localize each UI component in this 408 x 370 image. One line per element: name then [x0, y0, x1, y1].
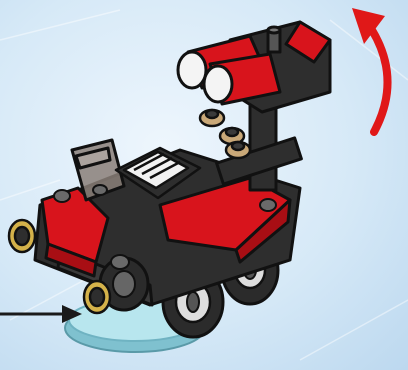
- tan-connectors: [200, 110, 250, 158]
- rotate-arrow-icon: [352, 8, 388, 132]
- gold-connector-front: [84, 281, 110, 313]
- gold-connector-left: [9, 220, 35, 252]
